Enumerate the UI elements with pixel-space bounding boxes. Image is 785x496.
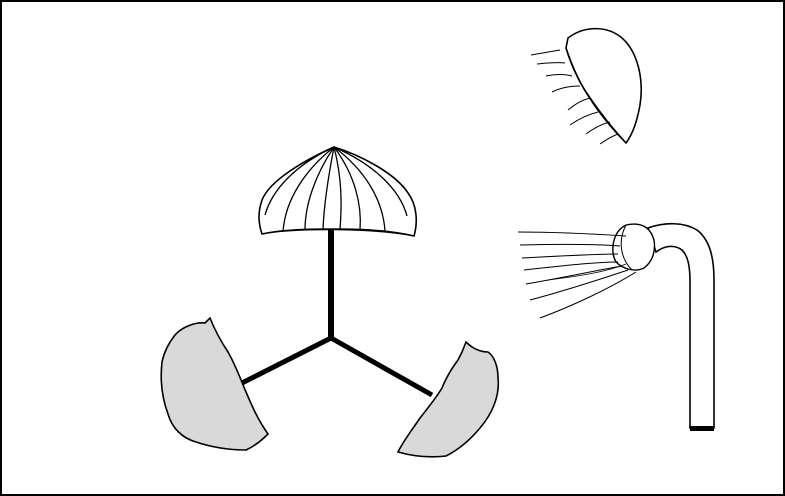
tripod-right-arm [331, 338, 432, 395]
motion-line [600, 134, 618, 144]
fan-line [522, 254, 618, 258]
tripod-left-arm [240, 338, 331, 384]
motion-line [586, 122, 610, 134]
bent-tube [518, 224, 714, 431]
motion-line [570, 112, 598, 125]
half-dome-fragment [531, 29, 641, 144]
tripod [240, 228, 432, 395]
right-shard [398, 342, 498, 457]
fan-line [520, 244, 620, 246]
motion-line [546, 75, 572, 77]
dome-canopy [259, 147, 416, 236]
left-shard [161, 318, 268, 450]
motion-line [552, 86, 580, 92]
tube-mouth [613, 224, 655, 270]
tube-body [648, 224, 714, 428]
motion-line [531, 50, 560, 55]
motion-line [568, 98, 590, 110]
fan-line [518, 232, 626, 236]
motion-line [537, 63, 565, 64]
tube-end-cap [690, 426, 714, 431]
